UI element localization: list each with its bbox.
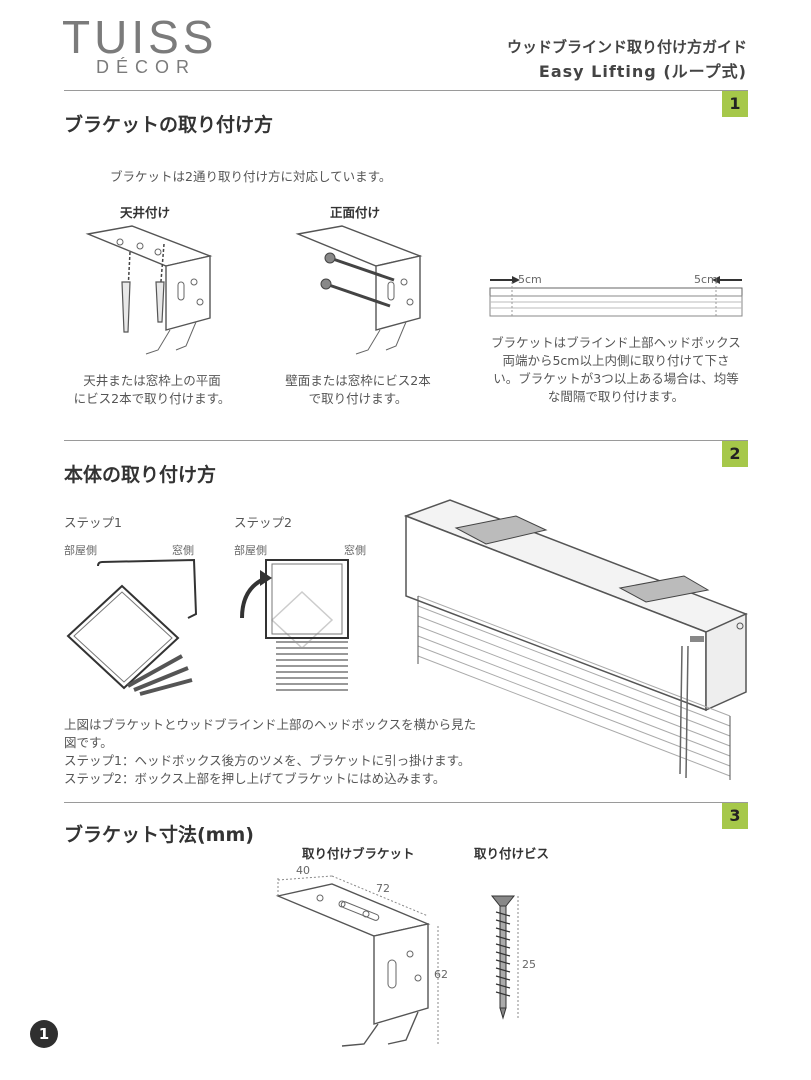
screw-length-dimension: 25: [522, 958, 536, 971]
bracket-dimension-label: 取り付けブラケット: [302, 846, 415, 861]
step1-window-side: 窓側: [172, 544, 194, 557]
ceiling-desc-line: 天井または窓枠上の平面: [83, 373, 221, 388]
step1-room-side: 部屋側: [64, 544, 97, 557]
section-title: 本体の取り付け方: [64, 464, 217, 486]
bracket-width-dimension: 72: [376, 882, 390, 895]
section-divider: [64, 802, 748, 803]
bracket-placement-note: ブラケットはブラインド上部ヘッドボックス 両端から5cm以上内側に取り付けて下さ…: [480, 334, 752, 406]
front-desc-line: 壁面または窓枠にビス2本: [285, 373, 431, 388]
section-number-badge: 3: [722, 803, 748, 829]
left-distance-label: 5cm: [518, 273, 542, 286]
front-mount-illustration: [295, 225, 423, 355]
note-line: い。ブラケットが3つ以上ある場合は、均等: [493, 371, 739, 386]
note-line: 両端から5cm以上内側に取り付けて下さ: [502, 353, 730, 368]
description-line: 上図はブラケットとウッドブラインド上部のヘッドボックスを横から見た: [64, 717, 477, 732]
section-title: ブラケット寸法(mm): [64, 824, 254, 846]
brand-logo-sub: DÉCOR: [96, 57, 197, 77]
ceiling-desc-line: にビス2本で取り付けます。: [73, 391, 231, 406]
step2-window-side: 窓側: [344, 544, 366, 557]
ceiling-mount-description: 天井または窓枠上の平面 にビス2本で取り付けます。: [62, 372, 242, 408]
step2-label: ステップ2: [234, 515, 292, 530]
section-number-badge: 2: [722, 441, 748, 467]
section-title: ブラケットの取り付け方: [64, 114, 274, 136]
note-line: な間隔で取り付けます。: [547, 389, 685, 404]
step2-room-side: 部屋側: [234, 544, 267, 557]
bracket-dimension-illustration: [275, 875, 439, 1047]
bracket-height-dimension: 62: [434, 968, 448, 981]
front-mount-description: 壁面または窓枠にビス2本 で取り付けます。: [268, 372, 448, 408]
section-divider: [64, 440, 748, 441]
screw-illustration: [490, 895, 519, 1020]
front-desc-line: で取り付けます。: [308, 391, 408, 406]
right-distance-label: 5cm: [694, 273, 718, 286]
description-line: 図です。: [64, 735, 113, 750]
step1-illustration: [66, 558, 198, 696]
step2-illustration: [240, 559, 349, 691]
mounting-steps-description: 上図はブラケットとウッドブラインド上部のヘッドボックスを横から見た 図です。 ス…: [64, 716, 524, 788]
page-number: 1: [30, 1020, 58, 1048]
section-number-badge: 1: [722, 91, 748, 117]
headbox-perspective-illustration: [403, 499, 748, 780]
brand-logo-main: TUISS: [62, 11, 218, 63]
section-intro: ブラケットは2通り取り付け方に対応しています。: [110, 169, 392, 184]
section-divider: [64, 90, 748, 91]
description-line: ステップ2：ボックス上部を押し上げてブラケットにはめ込みます。: [64, 771, 446, 786]
note-line: ブラケットはブラインド上部ヘッドボックス: [491, 335, 741, 350]
guide-subtitle: Easy Lifting (ループ式): [538, 62, 747, 81]
ceiling-mount-label: 天井付け: [120, 205, 171, 220]
front-mount-label: 正面付け: [330, 205, 381, 220]
ceiling-mount-illustration: [85, 225, 213, 355]
description-line: ステップ1：ヘッドボックス後方のツメを、ブラケットに引っ掛けます。: [64, 753, 471, 768]
guide-title: ウッドブラインド取り付け方ガイド: [506, 38, 747, 56]
bracket-depth-dimension: 40: [296, 864, 310, 877]
screw-dimension-label: 取り付けビス: [474, 846, 550, 861]
step1-label: ステップ1: [64, 515, 122, 530]
headbox-spacing-diagram: [489, 276, 743, 317]
